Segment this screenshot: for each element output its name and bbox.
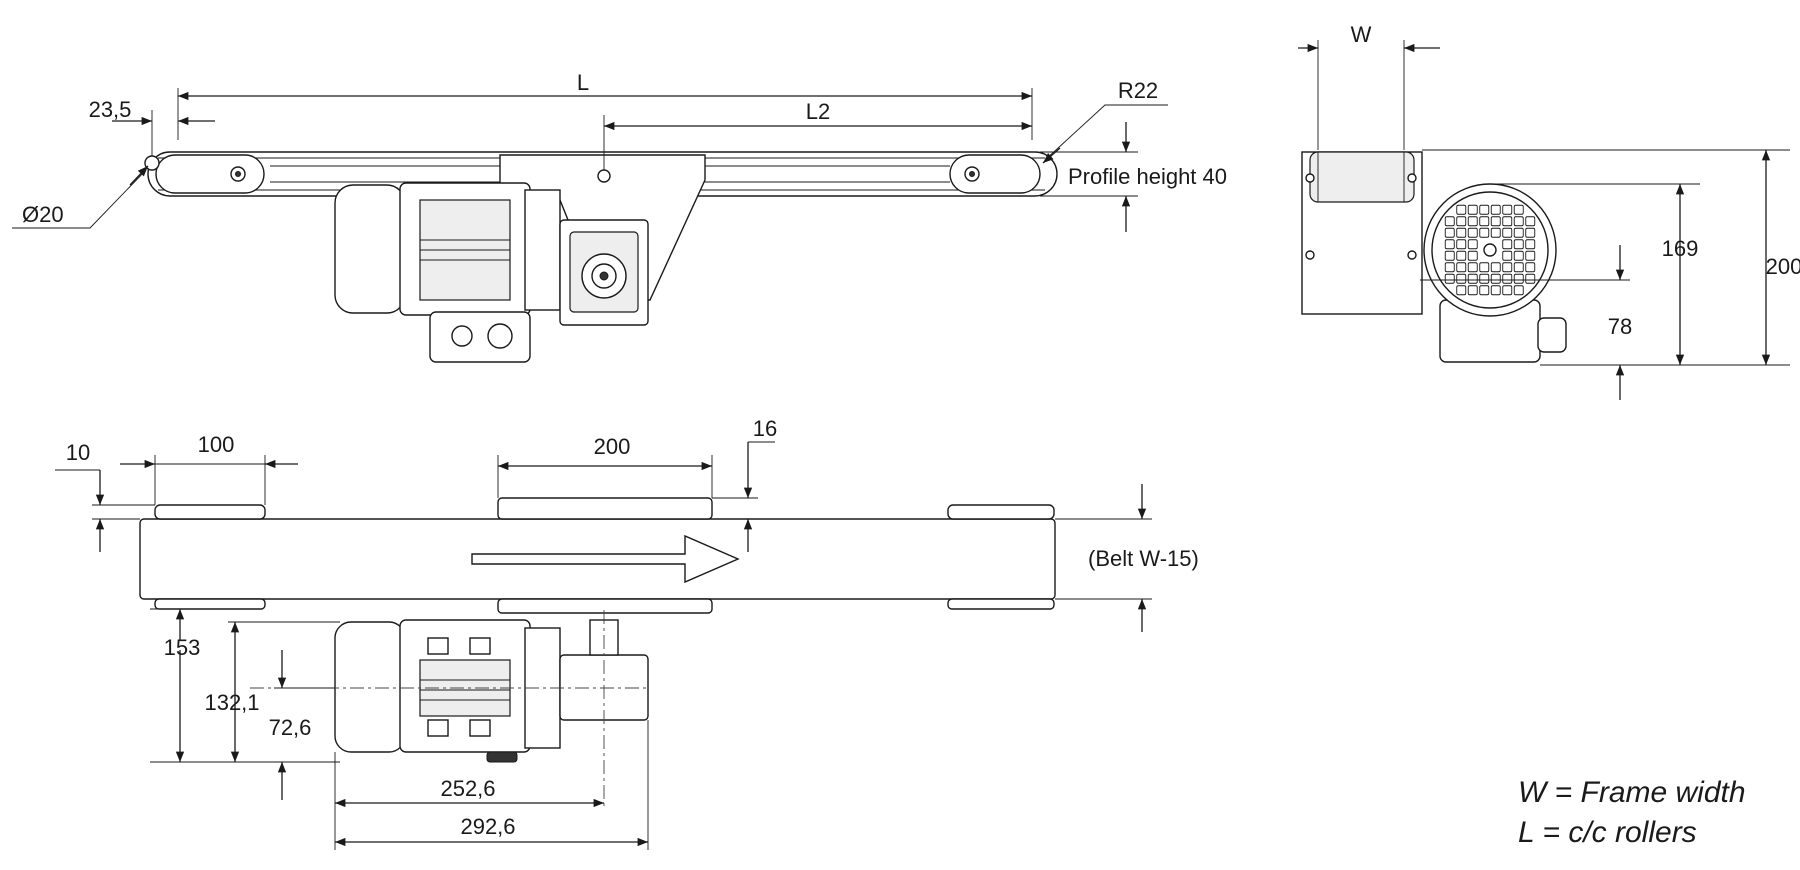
grille-slot <box>1490 285 1501 296</box>
grille-slot <box>1502 227 1513 238</box>
grille-slot <box>1490 204 1501 215</box>
motor-plan <box>334 619 649 763</box>
bottom-view: 10 100 200 16 (Belt W-15) 153 132,1 <box>55 416 1199 850</box>
dim-L: L <box>577 70 589 95</box>
dim-L2: L2 <box>806 99 830 124</box>
dim-132-1: 132,1 <box>204 690 259 715</box>
grille-slot <box>1467 285 1478 296</box>
grille-slot <box>1490 262 1501 273</box>
dim-78: 78 <box>1608 314 1632 339</box>
grille-slot <box>1467 227 1478 238</box>
grille-slot <box>1456 273 1467 284</box>
grille-slot <box>1479 285 1490 296</box>
dim-292-6: 292,6 <box>460 814 515 839</box>
dim-16: 16 <box>753 416 777 441</box>
grille-slot <box>1479 262 1490 273</box>
grille-slot <box>1513 239 1524 250</box>
grille-slot <box>1513 250 1524 261</box>
motor <box>334 182 561 363</box>
gearbox <box>559 219 649 326</box>
dim-10: 10 <box>66 440 90 465</box>
grille-slot <box>1456 239 1467 250</box>
dim-153: 153 <box>164 635 201 660</box>
grille-slot <box>1513 227 1524 238</box>
grille-slot <box>1502 250 1513 261</box>
grille-slot <box>1444 250 1455 261</box>
grille-slot <box>1444 239 1455 250</box>
dim-belt-w15: (Belt W-15) <box>1088 546 1199 571</box>
grille-slot <box>1444 273 1455 284</box>
dim-200-side: 200 <box>1766 254 1800 279</box>
dim-100: 100 <box>198 432 235 457</box>
dim-R22: R22 <box>1118 78 1158 103</box>
grille-slot <box>1479 216 1490 227</box>
dim-d20: Ø20 <box>22 202 64 227</box>
grille-slot <box>1502 273 1513 284</box>
grille-slot <box>1513 273 1524 284</box>
grille-slot <box>1444 262 1455 273</box>
grille-slot <box>1456 216 1467 227</box>
grille-slot <box>1479 273 1490 284</box>
grille-slot <box>1444 216 1455 227</box>
top-view: L L2 23,5 Ø20 R22 Profile height 40 <box>12 70 1227 363</box>
grille-slot <box>1513 262 1524 273</box>
dim-169: 169 <box>1662 236 1699 261</box>
direction-arrow <box>471 534 740 584</box>
grille-slot <box>1467 250 1478 261</box>
grille-slot <box>1456 285 1467 296</box>
grille-slot <box>1456 227 1467 238</box>
grille-slot <box>1525 273 1536 284</box>
grille-slot <box>1467 216 1478 227</box>
grille-slot <box>1502 204 1513 215</box>
grille-slot <box>1456 250 1467 261</box>
dim-W: W <box>1351 22 1372 47</box>
grille-slot <box>1525 262 1536 273</box>
grille-slot <box>1467 262 1478 273</box>
grille-slot <box>1513 285 1524 296</box>
side-view: W 200 169 78 <box>1298 22 1800 400</box>
dim-200-bottom: 200 <box>594 434 631 459</box>
grille-slot <box>1456 262 1467 273</box>
grille-slot <box>1467 204 1478 215</box>
grille-slot <box>1525 216 1536 227</box>
legend-cc-rollers: L = c/c rollers <box>1518 816 1697 849</box>
motor-fan-cover <box>1423 183 1567 363</box>
grille-slot <box>1502 262 1513 273</box>
grille-slot <box>1479 227 1490 238</box>
grille-slot <box>1490 273 1501 284</box>
legend: W = Frame width L = c/c rollers <box>1518 776 1746 849</box>
dim-252-6: 252,6 <box>440 776 495 801</box>
dim-profile-height: Profile height 40 <box>1068 164 1227 189</box>
grille-slot <box>1502 285 1513 296</box>
grille-slot <box>1525 239 1536 250</box>
grille-slot <box>1525 250 1536 261</box>
grille-slot <box>1490 216 1501 227</box>
grille-slot <box>1479 204 1490 215</box>
grille-slot <box>1444 227 1455 238</box>
dim-23-5: 23,5 <box>89 97 132 122</box>
legend-frame-width: W = Frame width <box>1518 776 1746 809</box>
dim-72-6: 72,6 <box>269 715 312 740</box>
grille-slot <box>1502 239 1513 250</box>
grille-slot <box>1502 216 1513 227</box>
grille-slot <box>1467 273 1478 284</box>
grille-slot <box>1490 227 1501 238</box>
grille-slot <box>1525 227 1536 238</box>
grille-slot <box>1467 239 1478 250</box>
grille-slot <box>1513 204 1524 215</box>
grille-slot <box>1456 204 1467 215</box>
grille-slot <box>1513 216 1524 227</box>
